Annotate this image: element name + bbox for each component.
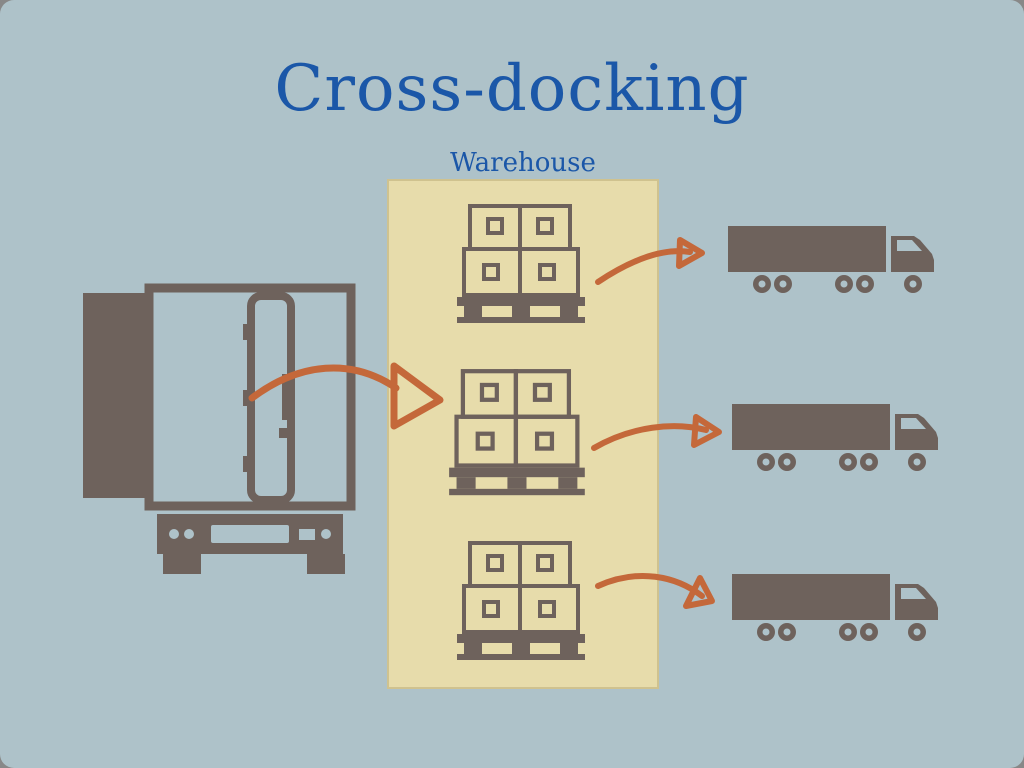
outbound-arrow-bottom <box>595 573 715 609</box>
outbound-arrow-middle <box>591 414 722 451</box>
truck-body <box>144 283 356 511</box>
bumper-lights <box>169 525 331 543</box>
warehouse-area <box>387 179 659 689</box>
truck-wheel <box>163 554 201 574</box>
inbound-arrow <box>248 362 444 430</box>
truck-side-icon <box>728 226 934 293</box>
outbound-arrow-top <box>595 237 705 285</box>
truck-wheel <box>307 554 345 574</box>
flow-arrows <box>248 237 722 609</box>
truck-side-icon <box>732 574 938 641</box>
warehouse-label: Warehouse <box>450 148 596 178</box>
rear-open-truck-icon <box>83 283 356 574</box>
truck-side-icon <box>732 404 938 471</box>
truck-left-door <box>83 293 147 498</box>
page-title: Cross-docking <box>274 52 750 126</box>
door-hinges <box>243 324 291 472</box>
